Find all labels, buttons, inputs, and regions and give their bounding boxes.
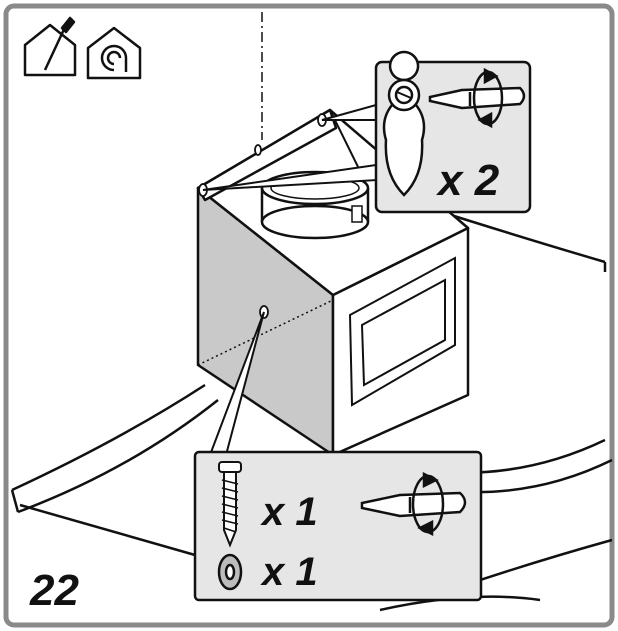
rotate-arrow-icon: [411, 471, 445, 537]
step-number: 22: [29, 566, 79, 615]
callout-pointers: [202, 103, 380, 456]
washer-icon: [217, 553, 243, 591]
screw-icon: [218, 461, 242, 548]
house-extraction-icon: [86, 26, 142, 80]
washer-quantity-label: x 1: [260, 550, 318, 594]
callout-top: x 2: [374, 50, 532, 214]
keyhole-slot-icon: [382, 50, 426, 197]
house-screwdriver-icon: [23, 16, 77, 77]
screwdriver-icon: [360, 491, 467, 518]
screwdriver-icon: [428, 86, 526, 110]
slot-quantity-label: x 2: [436, 156, 500, 205]
hidden-edges: [197, 299, 334, 455]
front-panel: [348, 256, 456, 407]
callout-bottom: x 1 x 1: [193, 450, 483, 602]
rotate-arrow-icon: [472, 67, 504, 129]
bracket-slots: [198, 113, 327, 319]
screw-quantity-label: x 1: [260, 490, 318, 534]
